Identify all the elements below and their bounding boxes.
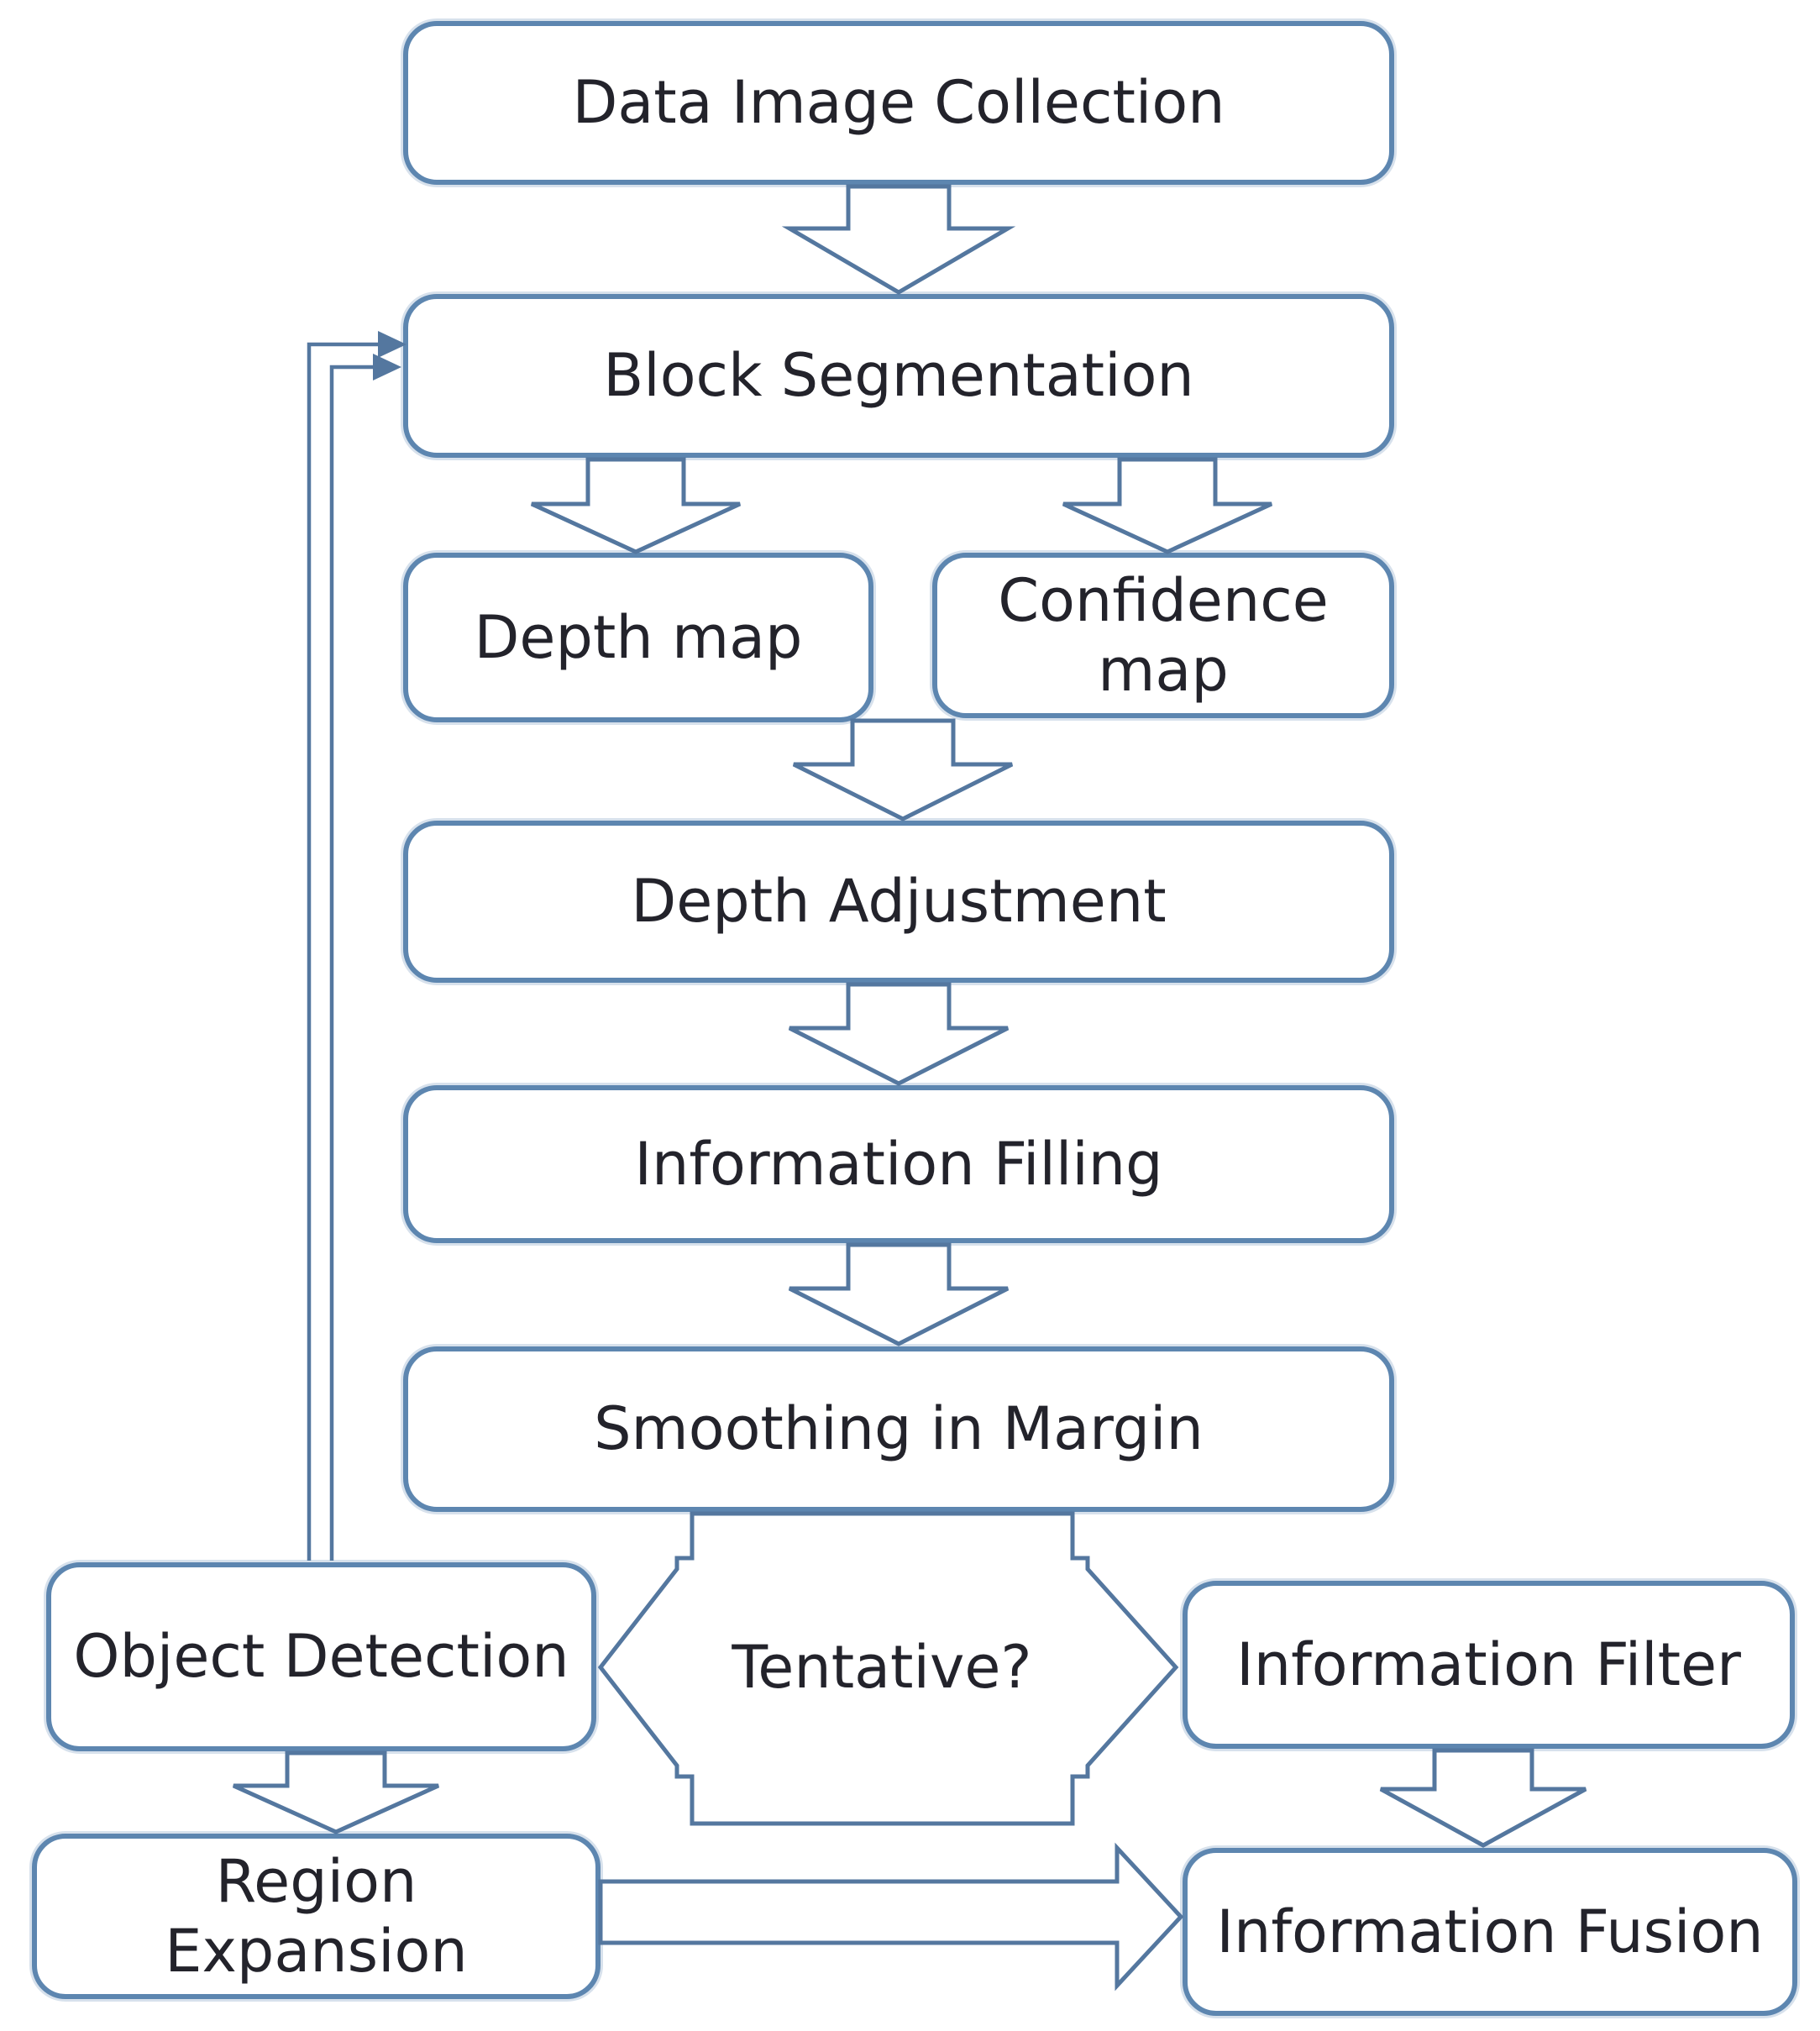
- node-data-image-collection: Data Image Collection: [403, 21, 1394, 185]
- arrow-blockseg-to-confmap: [1062, 457, 1273, 554]
- node-information-filling: Information Filling: [403, 1085, 1394, 1243]
- node-depth-adjustment-label: Depth Adjustment: [631, 867, 1167, 937]
- node-block-segmentation: Block Segmentation: [403, 294, 1394, 458]
- node-information-filter-label: Information Filter: [1236, 1630, 1741, 1699]
- node-data-image-collection-label: Data Image Collection: [572, 68, 1225, 138]
- node-smoothing-in-margin: Smoothing in Margin: [403, 1346, 1394, 1512]
- node-information-fusion: Information Fusion: [1183, 1848, 1797, 2016]
- node-block-segmentation-label: Block Segmentation: [603, 341, 1194, 411]
- node-region-expansion-label: Region Expansion: [165, 1846, 468, 1986]
- node-object-detection: Object Detection: [46, 1562, 596, 1751]
- feedback-line-inner: [329, 365, 375, 1561]
- feedback-line-outer: [307, 342, 380, 1561]
- arrow-regionexp-to-infofusion: [598, 1842, 1184, 1992]
- arrow-infofilter-to-infofusion: [1379, 1748, 1587, 1848]
- node-information-fusion-label: Information Fusion: [1216, 1897, 1764, 1966]
- node-depth-adjustment: Depth Adjustment: [403, 821, 1394, 983]
- arrow-maps-to-depthadj: [792, 718, 1014, 821]
- feedback-arrowhead-inner-icon: [373, 354, 401, 380]
- node-confidence-map-label: Confidence map: [998, 565, 1329, 705]
- node-confidence-map: Confidence map: [932, 553, 1394, 718]
- node-object-detection-label: Object Detection: [73, 1622, 569, 1692]
- node-smoothing-in-margin-label: Smoothing in Margin: [594, 1394, 1204, 1464]
- arrow-blockseg-to-depthmap: [530, 457, 742, 554]
- node-depth-map-label: Depth map: [474, 602, 803, 672]
- arrow-depthadj-to-infofilling: [788, 982, 1010, 1086]
- arrow-objdet-to-regionexp: [232, 1750, 440, 1834]
- arrow-infofilling-to-smoothing: [788, 1242, 1010, 1346]
- node-region-expansion: Region Expansion: [32, 1834, 601, 1999]
- node-information-filter: Information Filter: [1183, 1581, 1795, 1749]
- arrow-dic-to-blockseg: [781, 184, 1016, 295]
- tentative-branch-shape: [597, 1511, 1179, 1826]
- node-information-filling-label: Information Filling: [634, 1129, 1163, 1199]
- node-depth-map: Depth map: [403, 553, 873, 722]
- feedback-arrowhead-outer-icon: [378, 331, 406, 358]
